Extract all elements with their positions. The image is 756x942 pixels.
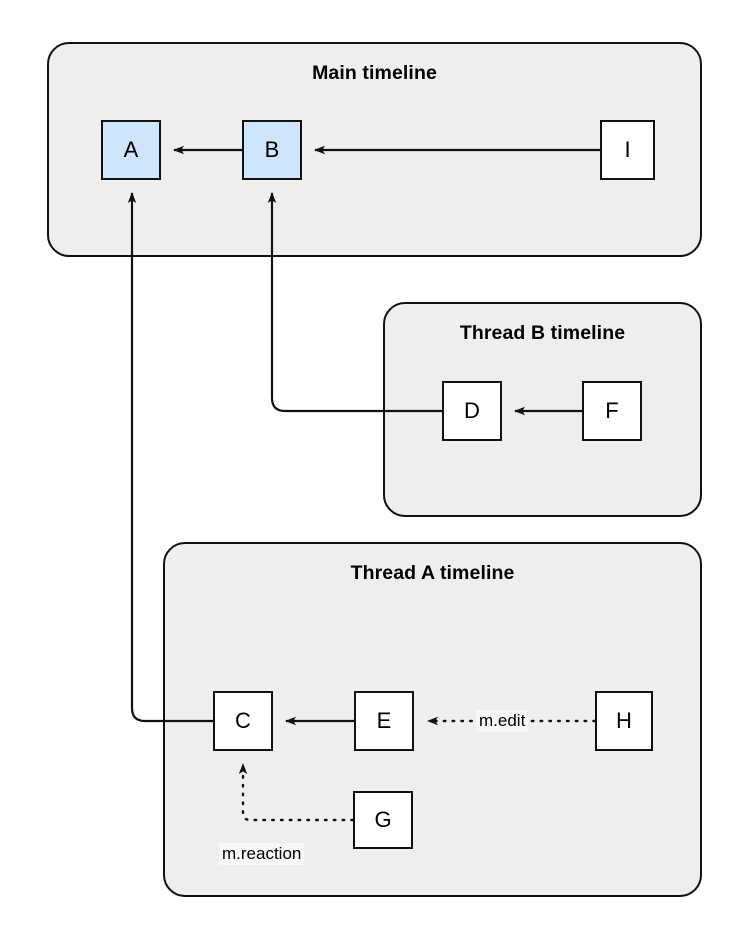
- edge-c-to-a: [127, 192, 213, 723]
- edge-label-m-reaction: m.reaction: [219, 843, 305, 865]
- event-label-c: C: [235, 708, 251, 733]
- event-label-a: A: [123, 137, 139, 162]
- event-label-d: D: [464, 398, 480, 423]
- group-title-thread-b: Thread B timeline: [459, 322, 626, 344]
- edge-g-to-c: [238, 762, 355, 822]
- event-box-c[interactable]: C: [213, 691, 273, 751]
- event-label-e: E: [376, 708, 392, 733]
- group-title-thread-a: Thread A timeline: [350, 562, 515, 584]
- edge-d-to-b: [267, 192, 442, 413]
- event-label-g: G: [374, 807, 392, 832]
- edge-label-m-edit: m.edit: [476, 710, 529, 732]
- event-box-f[interactable]: F: [582, 381, 642, 441]
- event-box-a[interactable]: A: [101, 120, 161, 180]
- event-box-d[interactable]: D: [442, 381, 502, 441]
- event-box-i[interactable]: I: [600, 120, 655, 180]
- event-box-g[interactable]: G: [353, 791, 413, 849]
- group-thread-b-timeline[interactable]: Thread B timeline: [383, 302, 702, 517]
- group-title-main: Main timeline: [312, 62, 437, 84]
- event-label-i: I: [624, 137, 631, 162]
- event-label-f: F: [605, 398, 619, 423]
- event-label-h: H: [616, 708, 632, 733]
- event-box-h[interactable]: H: [595, 691, 653, 751]
- event-box-b[interactable]: B: [242, 120, 302, 180]
- event-box-e[interactable]: E: [354, 691, 414, 751]
- event-label-b: B: [264, 137, 280, 162]
